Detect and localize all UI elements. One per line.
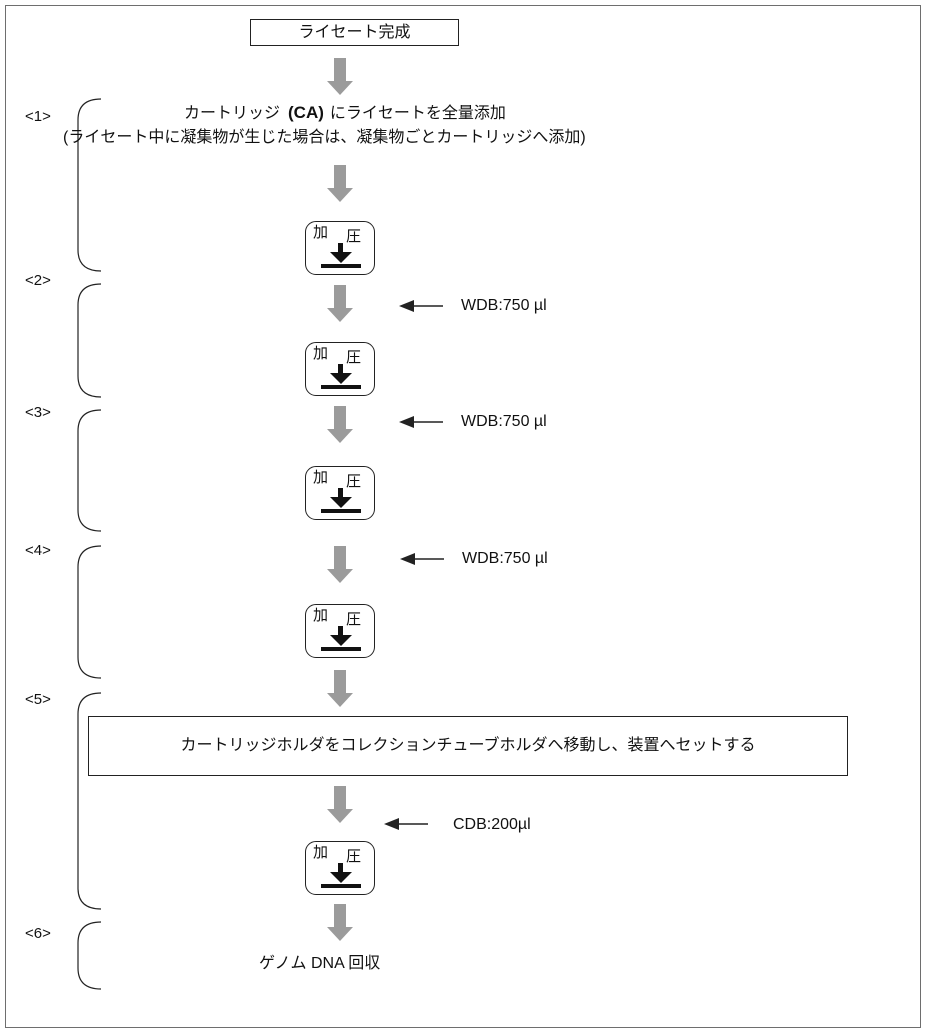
step-label-2: <2> bbox=[25, 272, 51, 289]
flow-arrow-icon bbox=[327, 165, 353, 202]
press-down-icon bbox=[321, 364, 361, 389]
step-label-6: <6> bbox=[25, 925, 51, 942]
diagram-frame bbox=[5, 5, 921, 1028]
flow-arrow-icon bbox=[327, 546, 353, 583]
reagent-label-wdb: WDB:750 µl bbox=[462, 550, 548, 567]
left-arrow-icon bbox=[400, 553, 444, 565]
move-holder-box: カートリッジホルダをコレクションチューブホルダへ移動し、装置へセットする bbox=[88, 716, 848, 776]
brace-icon bbox=[77, 692, 102, 910]
lysate-complete-box: ライセート完成 bbox=[250, 19, 459, 46]
step1-instruction: カートリッジ(CA)にライセートを全量添加 bbox=[184, 103, 506, 122]
reagent-label-wdb: WDB:750 µl bbox=[461, 297, 547, 314]
press-icon: 加圧 bbox=[305, 342, 375, 396]
brace-icon bbox=[77, 409, 102, 532]
press-icon: 加圧 bbox=[305, 221, 375, 275]
press-down-icon bbox=[321, 488, 361, 513]
brace-icon bbox=[77, 921, 102, 990]
step1-note: (ライセート中に凝集物が生じた場合は、凝集物ごとカートリッジへ添加) bbox=[63, 129, 586, 146]
left-arrow-icon bbox=[399, 416, 443, 428]
flow-arrow-icon bbox=[327, 285, 353, 322]
left-arrow-icon bbox=[399, 300, 443, 312]
brace-icon bbox=[77, 283, 102, 398]
step-label-4: <4> bbox=[25, 542, 51, 559]
step-label-5: <5> bbox=[25, 691, 51, 708]
flow-arrow-icon bbox=[327, 904, 353, 941]
press-down-icon bbox=[321, 243, 361, 268]
step-label-1: <1> bbox=[25, 108, 51, 125]
press-icon: 加圧 bbox=[305, 841, 375, 895]
flow-arrow-icon bbox=[327, 670, 353, 707]
brace-icon bbox=[77, 98, 102, 272]
flow-arrow-icon bbox=[327, 406, 353, 443]
left-arrow-icon bbox=[384, 818, 428, 830]
press-down-icon bbox=[321, 863, 361, 888]
reagent-label-cdb: CDB:200µl bbox=[453, 816, 531, 833]
press-icon: 加圧 bbox=[305, 466, 375, 520]
press-down-icon bbox=[321, 626, 361, 651]
flow-arrow-icon bbox=[327, 786, 353, 823]
press-icon: 加圧 bbox=[305, 604, 375, 658]
reagent-label-wdb: WDB:750 µl bbox=[461, 413, 547, 430]
step-label-3: <3> bbox=[25, 404, 51, 421]
flow-arrow-icon bbox=[327, 58, 353, 95]
genomic-dna-recovery: ゲノム DNA 回収 bbox=[259, 955, 381, 972]
brace-icon bbox=[77, 545, 102, 679]
